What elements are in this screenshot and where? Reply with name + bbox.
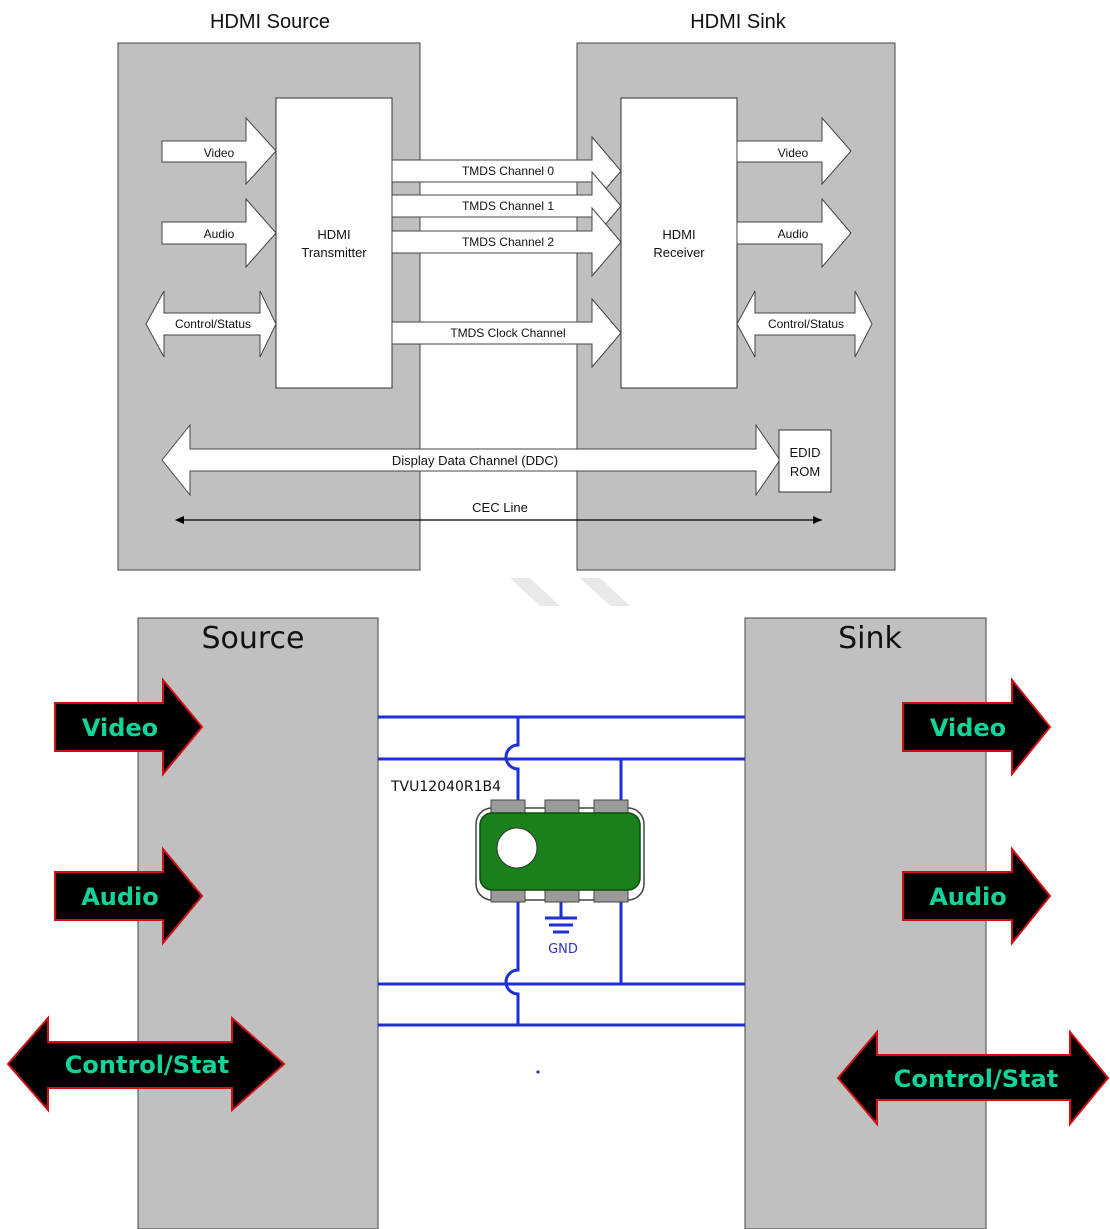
bottom-src-audio-label: Audio: [81, 883, 159, 911]
src-video-arrow: [161, 116, 277, 186]
src-control-label: Control/Status: [175, 317, 251, 331]
edid-label-2: ROM: [790, 464, 820, 479]
bottom-sink-audio-arrow: [902, 846, 1052, 946]
src-audio-label: Audio: [204, 227, 235, 241]
gnd-label: GND: [548, 942, 578, 957]
bottom-sink-video-label: Video: [930, 714, 1006, 742]
bottom-src-audio-arrow: [54, 846, 204, 946]
transmitter-label-2: Transmitter: [301, 245, 367, 260]
tmds-channel-0-arrow: [391, 135, 622, 207]
receiver-label-1: HDMI: [662, 227, 695, 242]
bottom-src-control-arrow: [6, 1015, 286, 1113]
tmds-channel-1-label: TMDS Channel 1: [462, 199, 554, 213]
sink-control-arrow: [736, 290, 873, 358]
bottom-diagram: Source Sink Video Audio Control/Stat Vid…: [6, 617, 1110, 1229]
sink-video-label: Video: [778, 146, 809, 160]
tvs-chip: [475, 799, 645, 903]
bottom-sink-control-arrow: [836, 1029, 1110, 1127]
tmds-channel-0-label: TMDS Channel 0: [462, 164, 554, 178]
bottom-src-video-arrow: [54, 677, 204, 777]
cec-label: CEC Line: [472, 500, 528, 515]
tmds-clock-label: TMDS Clock Channel: [450, 326, 565, 340]
tmds-clock-arrow: [391, 297, 622, 369]
bottom-src-video-label: Video: [82, 714, 158, 742]
sink-video-arrow: [736, 116, 852, 186]
sink-audio-label: Audio: [778, 227, 809, 241]
receiver-label-2: Receiver: [653, 245, 705, 260]
ddc-label: Display Data Channel (DDC): [392, 453, 558, 468]
edid-label-1: EDID: [789, 445, 820, 460]
src-audio-arrow: [161, 197, 277, 269]
bottom-sink-audio-label: Audio: [929, 883, 1007, 911]
tmds-channel-2-arrow: [391, 206, 622, 278]
sink-control-label: Control/Status: [768, 317, 844, 331]
chip-pin: [544, 799, 580, 815]
sink-audio-arrow: [736, 197, 852, 269]
bottom-sink-title: Sink: [838, 621, 902, 656]
hdmi-receiver-box: [620, 97, 738, 389]
chip-pin: [490, 799, 526, 815]
bottom-source-title: Source: [201, 621, 304, 656]
chip-pin1-marker: [496, 827, 538, 869]
edid-rom-box: [778, 429, 832, 493]
bottom-src-control-label: Control/Stat: [65, 1051, 229, 1079]
src-control-arrow: [145, 290, 277, 358]
bottom-sink-video-arrow: [902, 677, 1052, 777]
src-video-label: Video: [204, 146, 235, 160]
transmitter-label-1: HDMI: [317, 227, 350, 242]
bottom-sink-control-label: Control/Stat: [894, 1065, 1058, 1093]
chip-pin: [593, 799, 629, 815]
hdmi-source-title: HDMI Source: [210, 11, 330, 33]
hdmi-transmitter-box: [275, 97, 393, 389]
stray-dot: [536, 1070, 540, 1074]
top-diagram: HDMI Source HDMI Sink HDMI Transmitter H…: [117, 11, 896, 571]
tmds-channel-2-label: TMDS Channel 2: [462, 235, 554, 249]
tmds-channel-1-arrow: [391, 170, 622, 242]
hdmi-sink-title: HDMI Sink: [690, 11, 787, 33]
part-number-label: TVU12040R1B4: [390, 779, 501, 795]
watermark-strokes: [510, 578, 630, 606]
